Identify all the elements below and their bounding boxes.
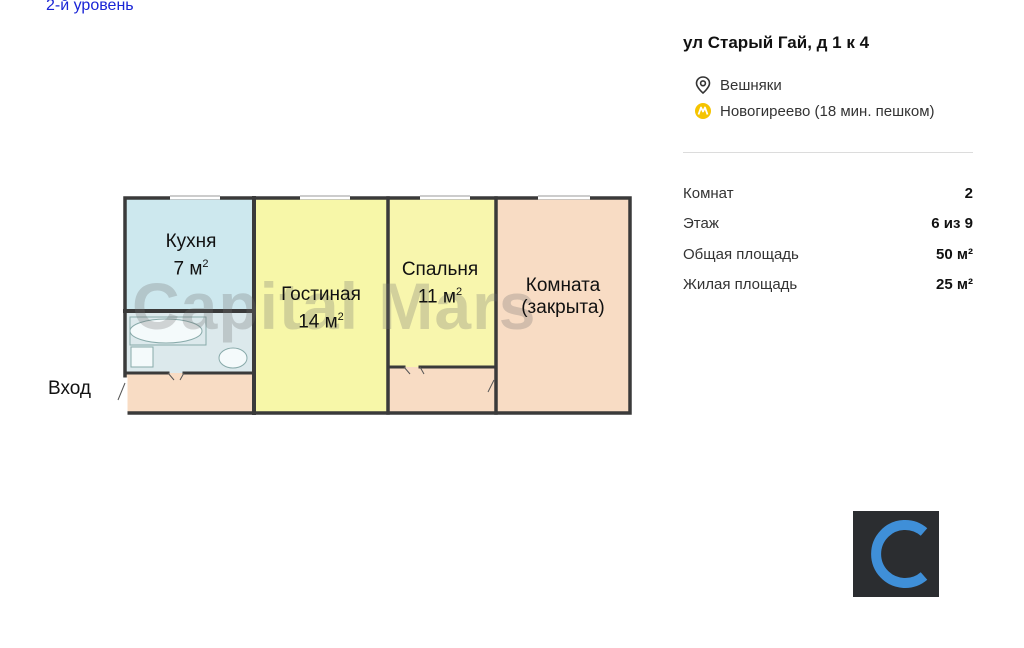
info-divider <box>683 152 973 153</box>
room-label: Комната (закрыта) <box>500 275 626 319</box>
kitchen-label: Кухня 7 м2 <box>136 231 246 280</box>
bedroom-area-text: 11 м2 <box>417 286 463 308</box>
watermark-text: Capital Mars <box>132 269 537 343</box>
spec-rooms: Комнат 2 <box>683 185 973 202</box>
spec-floor: Этаж 6 из 9 <box>683 215 973 232</box>
kitchen-area <box>126 199 254 311</box>
spec-value: 50 м² <box>936 246 973 263</box>
bathroom-fixtures <box>129 316 248 369</box>
bedroom-name: Спальня <box>401 259 479 280</box>
entrance-label: Вход <box>48 378 91 399</box>
spec-living-area: Жилая площадь 25 м² <box>683 276 973 293</box>
location-pin-icon <box>694 76 712 94</box>
hall-left-area <box>126 373 254 413</box>
address-title: ул Старый Гай, д 1 к 4 <box>683 33 870 52</box>
room-note: (закрыта) <box>521 297 605 318</box>
living-room-area <box>254 199 388 413</box>
spec-value: 6 из 9 <box>931 215 973 232</box>
spec-label: Этаж <box>683 215 719 232</box>
bedroom-area <box>388 199 496 367</box>
spec-value: 25 м² <box>936 276 973 293</box>
brand-logo-icon <box>871 520 928 588</box>
walls <box>122 196 632 416</box>
spec-value: 2 <box>964 185 973 202</box>
spec-label: Жилая площадь <box>683 276 798 293</box>
doors <box>117 366 495 401</box>
level-link[interactable]: 2-й уровень <box>46 0 134 14</box>
metro-station: Новогиреево (18 мин. пешком) <box>720 102 935 120</box>
district-row: Вешняки <box>694 76 782 94</box>
spec-total-area: Общая площадь 50 м² <box>683 246 973 263</box>
kitchen-name: Кухня <box>165 231 217 252</box>
room-area <box>496 199 630 413</box>
district-name: Вешняки <box>720 76 782 94</box>
living-room-name: Гостиная <box>281 284 361 305</box>
brand-logo <box>853 511 939 597</box>
room-name: Комната <box>525 275 601 296</box>
kitchen-area-text: 7 м2 <box>173 258 209 280</box>
living-room-label: Гостиная 14 м2 <box>262 284 380 333</box>
living-room-area-text: 14 м2 <box>298 311 344 333</box>
floor-plan-drawing <box>117 195 632 416</box>
spec-label: Общая площадь <box>683 246 799 263</box>
bedroom-label: Спальня 11 м2 <box>390 259 490 308</box>
floor-plan: Capital Mars Кухня 7 м2 Гостиная 14 м2 С… <box>0 0 660 440</box>
spec-label: Комнат <box>683 185 734 202</box>
metro-row: Новогиреево (18 мин. пешком) <box>694 102 935 120</box>
hall-right-area <box>388 367 496 413</box>
metro-icon <box>694 102 712 120</box>
